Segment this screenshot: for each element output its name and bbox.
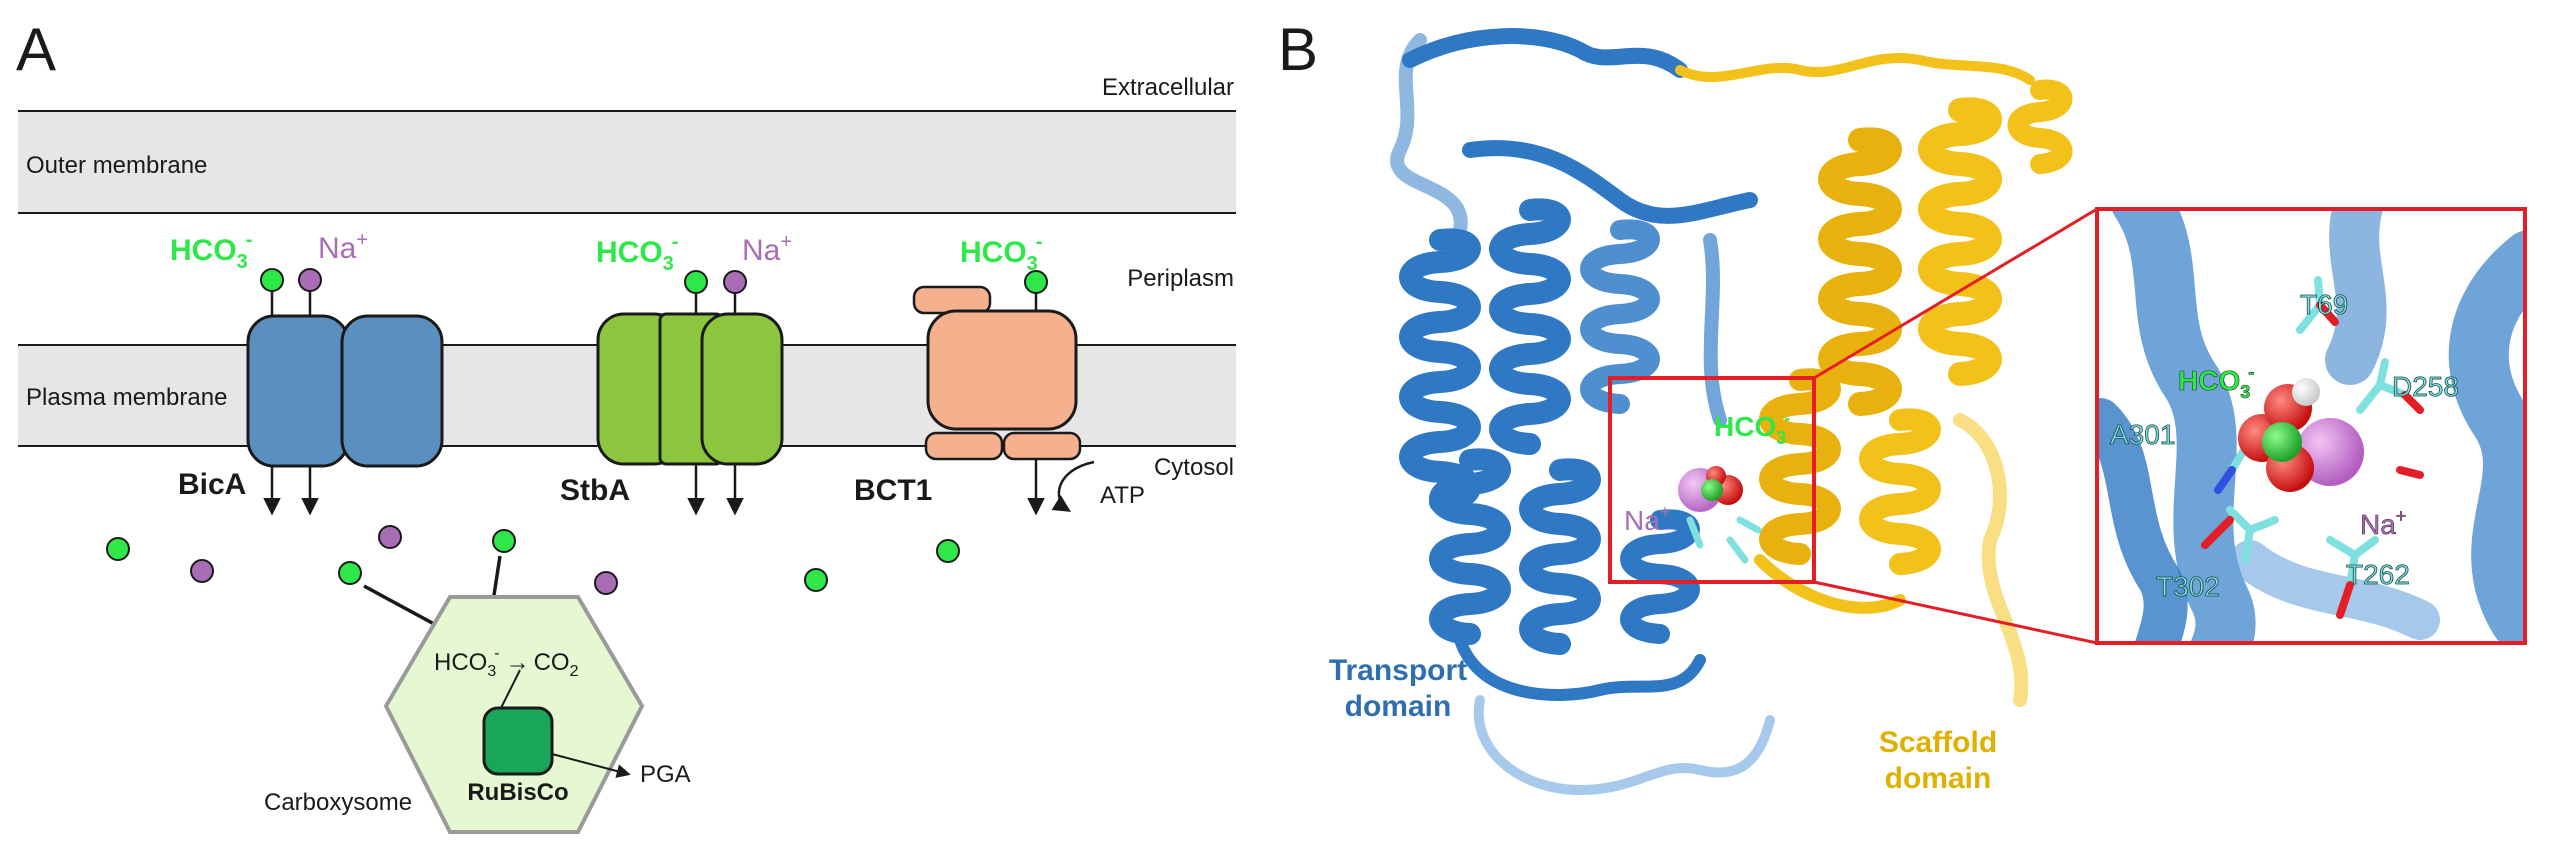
rubisco-enzyme: [482, 706, 554, 776]
panel-a-letter: A: [16, 16, 56, 83]
panel-a: A Extracellular Outer membrane Periplasm…: [16, 16, 1236, 834]
stba-transporter: [596, 270, 784, 516]
residue-label-a301: A301: [2110, 419, 2175, 450]
main-bicarbonate-label: HCO3-: [1714, 408, 1790, 448]
bicarbonate-ion: [936, 539, 960, 563]
scaffold-domain-label-line1: Scaffold: [1879, 726, 1997, 759]
sodium-ion: [298, 268, 322, 292]
zoom-region-frame: [1608, 376, 1816, 584]
sodium-ion: [190, 559, 214, 583]
rubisco-label: RuBisCo: [467, 779, 568, 806]
binding-site-inset: [2095, 207, 2527, 645]
inset-sodium-label: Na+: [2360, 506, 2406, 540]
periplasm-label: Periplasm: [1127, 265, 1234, 292]
bica-label: BicA: [178, 468, 246, 501]
main-sodium-label: Na+: [1624, 502, 1670, 536]
bicarbonate-ion: [338, 561, 362, 585]
sodium-ion: [723, 270, 747, 294]
scaffold-domain-structure: [1675, 52, 2073, 707]
residue-label-t262: T262: [2346, 559, 2410, 590]
bica-sodium-label: Na+: [318, 229, 368, 265]
transport-domain-label-line1: Transport: [1329, 654, 1467, 687]
bct1-bicarbonate-label: HCO3-: [960, 231, 1042, 275]
pga-arrow: [551, 753, 631, 778]
outer-membrane-band: [18, 111, 1236, 213]
sodium-ion: [378, 525, 402, 549]
bicarbonate-ion: [106, 537, 130, 561]
bct1-label: BCT1: [854, 474, 932, 507]
bicarbonate-ion: [492, 529, 516, 553]
residue-label-t302: T302: [2156, 571, 2220, 602]
binding-site-main: [1678, 466, 1762, 564]
transport-domain-structure: [1390, 28, 1775, 795]
inset-bicarbonate-label: HCO3-: [2178, 362, 2254, 402]
atp-arrow: [1051, 460, 1095, 512]
stba-bicarbonate-label: HCO3-: [596, 231, 678, 275]
plasma-membrane-label: Plasma membrane: [26, 384, 227, 411]
bct1-transporter: [912, 270, 1095, 516]
residue-label-d258: D258: [2392, 371, 2459, 402]
outer-membrane-label: Outer membrane: [26, 152, 207, 179]
carbon-atom: [2262, 422, 2302, 462]
carbon-atom: [1701, 479, 1723, 501]
carboxysome-reaction: HCO3-→CO2: [434, 645, 579, 680]
zoom-connector: [1813, 207, 2098, 380]
stba-sodium-label: Na+: [742, 231, 792, 267]
bicarbonate-ion: [804, 568, 828, 592]
residue-label-t69: T69: [2300, 289, 2348, 320]
cytosol-label: Cytosol: [1154, 454, 1234, 481]
bica-bicarbonate-label: HCO3-: [170, 229, 252, 273]
sodium-ion: [594, 571, 618, 595]
pga-label: PGA: [640, 761, 691, 788]
inset-frame: [2095, 207, 2527, 645]
bicarbonate-ion: [260, 268, 284, 292]
carboxysome: [383, 595, 645, 834]
hydrogen-atom: [2292, 378, 2320, 406]
transport-domain-label-line2: domain: [1345, 690, 1452, 723]
extracellular-label: Extracellular: [1102, 74, 1234, 101]
bicarbonate-ion: [1024, 270, 1048, 294]
stba-label: StbA: [560, 474, 630, 507]
cytosol-ions: [106, 525, 960, 595]
zoom-connector: [1813, 580, 2098, 645]
panel-b-letter: B: [1278, 16, 1318, 83]
carboxysome-label: Carboxysome: [264, 789, 412, 816]
atp-label: ATP: [1100, 482, 1145, 509]
scaffold-domain-label-line2: domain: [1885, 762, 1992, 795]
bicarbonate-ion: [684, 270, 708, 294]
panel-b: B: [1278, 16, 2527, 795]
bica-transporter: [246, 268, 444, 516]
